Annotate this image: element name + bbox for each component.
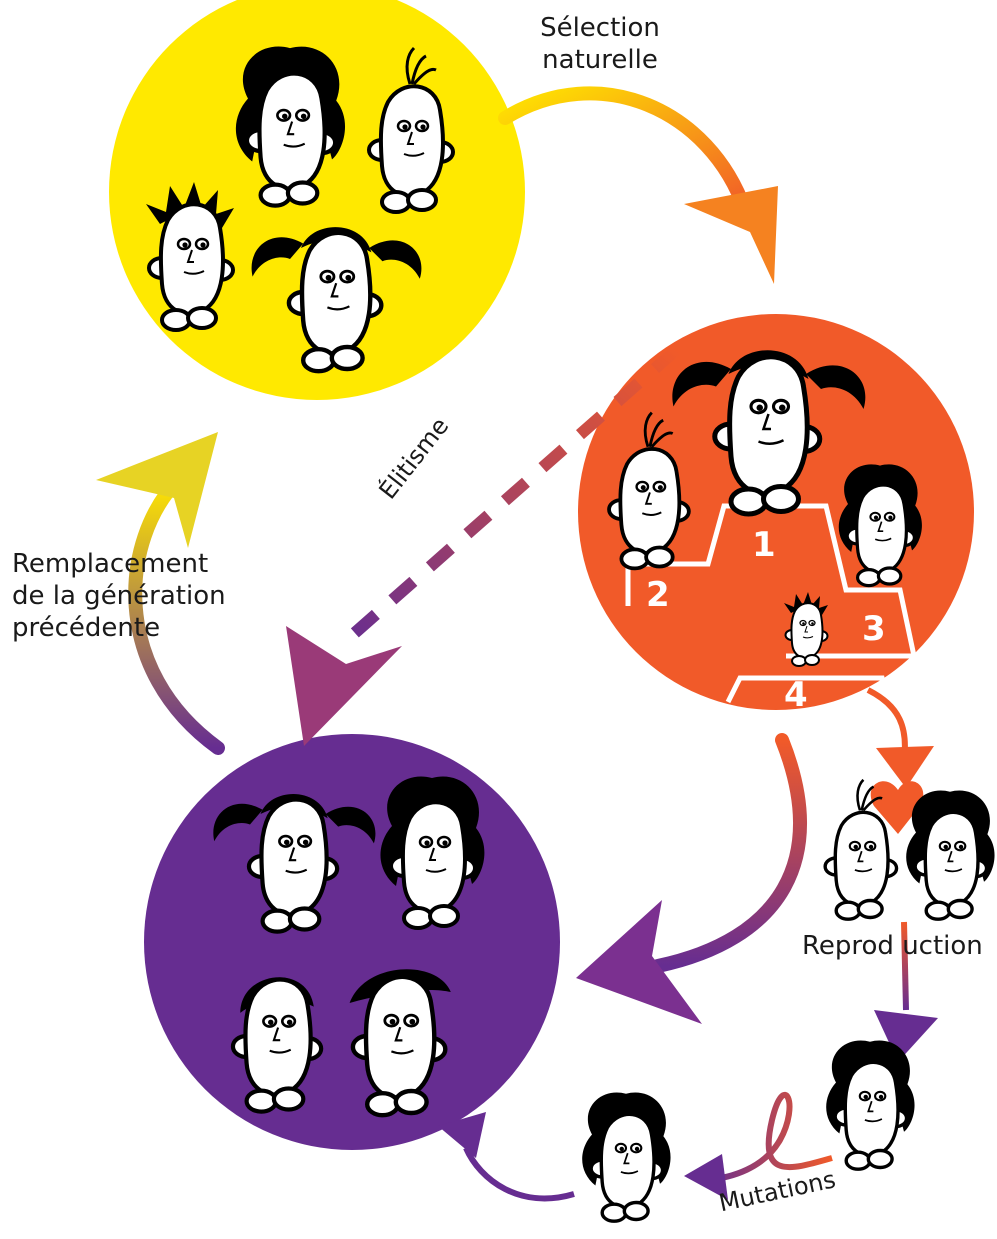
- reproduction-label: Reprod uction: [802, 931, 983, 961]
- selection-label-line1: Sélection: [540, 13, 660, 43]
- selection-label-line2: naturelle: [542, 45, 658, 75]
- replacement-label-line1: Remplacement: [12, 549, 209, 579]
- podium-second: 2: [646, 575, 670, 615]
- selection-label: Sélection naturelle: [520, 12, 680, 76]
- mutation-step-arrow: [874, 921, 938, 1062]
- survivors-arrow: [576, 733, 808, 1024]
- replacement-label: Remplacement de la génération précédente: [12, 548, 226, 644]
- reproduction-arrow: [866, 687, 934, 788]
- mutation-arrow: [684, 1091, 833, 1200]
- podium-third: 3: [862, 609, 886, 649]
- selection-arrow: [498, 86, 778, 284]
- new-generation-circle: [144, 734, 560, 1150]
- parent-curly: [906, 790, 995, 921]
- podium-fourth: 4: [784, 675, 808, 715]
- replacement-arrow: [96, 432, 225, 755]
- elitism-arrow: [286, 345, 680, 746]
- replacement-label-line2: de la génération: [12, 581, 226, 611]
- child-after-mutation: [582, 1092, 671, 1223]
- heart-icon: [870, 781, 924, 834]
- child-before-mutation: [826, 1040, 915, 1171]
- replacement-label-line3: précédente: [12, 613, 161, 643]
- podium-first: 1: [752, 525, 776, 565]
- insertion-arrow: [438, 1112, 575, 1202]
